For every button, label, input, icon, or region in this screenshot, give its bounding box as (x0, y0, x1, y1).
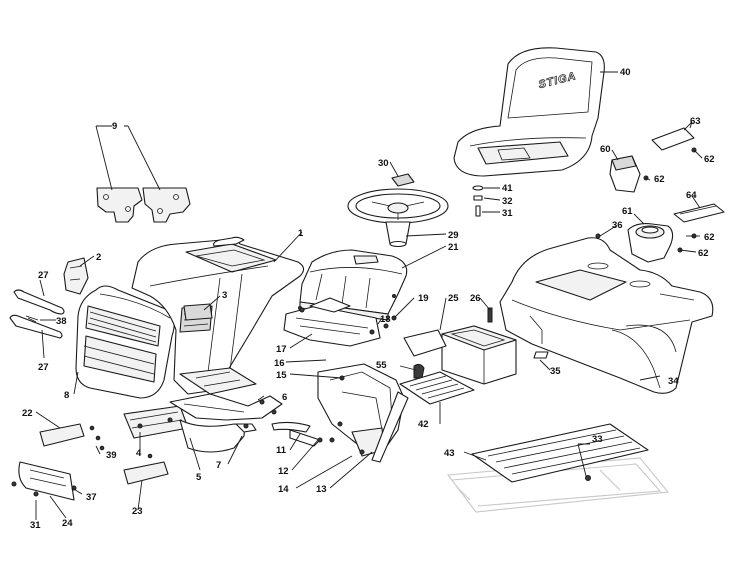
part-40-seat: STIGA (453, 47, 605, 177)
part-36-61-fuel-tank (595, 223, 683, 263)
callout-63: 63 (690, 116, 701, 127)
part-43-floor-mat (471, 423, 649, 483)
callout-22: 22 (22, 408, 33, 419)
part-60-63-64-accessories (609, 127, 725, 239)
callout-8: 8 (64, 390, 69, 401)
callout-13: 13 (316, 484, 327, 495)
callout-61: 61 (622, 206, 633, 217)
part-2-light-cover (63, 257, 89, 295)
callout-29: 29 (448, 230, 459, 241)
callout-39: 39 (106, 450, 117, 461)
part-25-battery-box (403, 309, 517, 385)
part-9-side-decals (96, 187, 191, 223)
callout-31-front: 31 (30, 520, 41, 531)
callout-62-a: 62 (654, 174, 665, 185)
part-34-rear-fender (499, 237, 714, 394)
callout-35: 35 (550, 366, 561, 377)
callout-31-seat: 31 (502, 208, 513, 219)
part-29-30-steering-wheel (347, 173, 449, 248)
callout-23: 23 (132, 506, 143, 517)
callout-64: 64 (686, 190, 697, 201)
part-42-55-footboard (399, 363, 475, 405)
callout-27-bottom: 27 (38, 362, 49, 373)
part-3-bracket (183, 303, 213, 321)
callout-24: 24 (62, 518, 73, 529)
callout-7: 7 (216, 460, 221, 471)
part-33-screw (585, 475, 591, 481)
part-27-38-light-strips (9, 289, 65, 339)
callout-43: 43 (444, 448, 455, 459)
leader-lines (35, 71, 703, 520)
part-22-23-24-front-plates (11, 423, 169, 501)
part-4-5-6-7-lower-brackets (123, 367, 283, 453)
callout-11: 11 (276, 445, 287, 456)
part-8-front-grille (75, 285, 175, 399)
callout-62-d: 62 (698, 248, 709, 259)
callout-16: 16 (274, 358, 285, 369)
part-11-15-lower-frame (271, 363, 409, 463)
callout-4: 4 (136, 448, 142, 459)
callout-41: 41 (502, 183, 513, 194)
callout-12: 12 (278, 466, 289, 477)
callout-15: 15 (276, 370, 287, 381)
callout-19: 19 (418, 293, 429, 304)
callout-30: 30 (378, 158, 389, 169)
callout-14: 14 (278, 484, 289, 495)
callout-2: 2 (96, 252, 101, 263)
callout-25: 25 (448, 293, 459, 304)
callout-38: 38 (56, 316, 67, 327)
part-16-17-18-column-support (283, 297, 389, 347)
callout-1: 1 (298, 228, 304, 239)
callout-5: 5 (196, 472, 202, 483)
callout-55: 55 (376, 360, 387, 371)
callout-34: 34 (668, 376, 679, 387)
callout-36: 36 (612, 220, 623, 231)
callout-60: 60 (600, 144, 611, 155)
callout-27-top: 27 (38, 270, 49, 281)
small-fasteners (329, 307, 549, 443)
callout-17: 17 (276, 344, 287, 355)
callout-9: 9 (112, 121, 117, 132)
callout-26: 26 (470, 293, 481, 304)
callout-18: 18 (380, 314, 391, 325)
callout-32: 32 (502, 196, 513, 207)
callout-40: 40 (620, 67, 631, 78)
callout-42: 42 (418, 419, 429, 430)
callout-6: 6 (282, 392, 287, 403)
callout-33: 33 (592, 434, 603, 445)
callout-labels: 1 2 3 4 5 6 7 8 9 11 12 13 14 15 16 17 1… (22, 67, 715, 531)
part-31-32-41-seat-hardware (472, 185, 484, 217)
callout-37: 37 (86, 492, 97, 503)
callout-62-c: 62 (704, 232, 715, 243)
callout-3: 3 (222, 290, 227, 301)
callout-62-b: 62 (704, 154, 715, 165)
callout-21: 21 (448, 242, 459, 253)
